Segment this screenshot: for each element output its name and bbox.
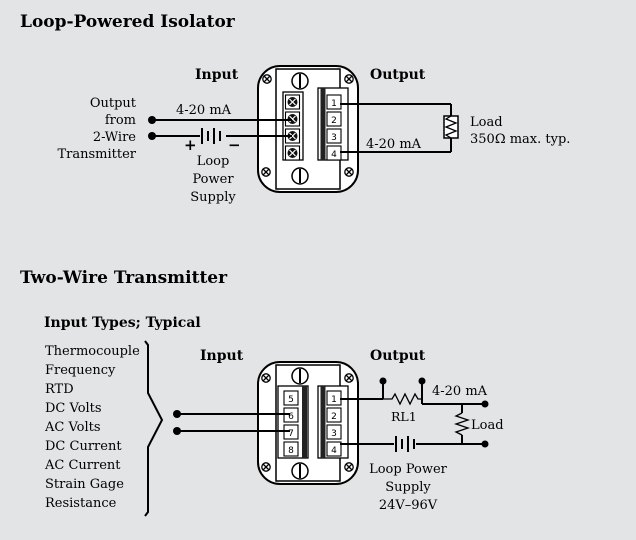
output-current-label: 4-20 mA bbox=[366, 137, 422, 152]
output-label-1: Output bbox=[370, 67, 426, 83]
output-terminal-block-1: 1 2 3 4 bbox=[317, 87, 349, 161]
knob-icon bbox=[291, 462, 309, 480]
terminal-number: 1 bbox=[331, 99, 337, 109]
relay-label: RL1 bbox=[391, 409, 417, 424]
input-terminal-block-1 bbox=[282, 91, 304, 161]
input-type-item: Frequency bbox=[45, 363, 116, 378]
supply-label-line: Loop bbox=[197, 154, 230, 169]
supply-label-line: Power bbox=[192, 172, 234, 187]
mount-screw-icon bbox=[344, 74, 354, 84]
input-types-heading: Input Types; Typical bbox=[44, 315, 201, 331]
mount-screw-icon bbox=[262, 74, 272, 84]
input-label-1: Input bbox=[195, 67, 239, 83]
knob-icon bbox=[291, 367, 309, 385]
plus-sign: + bbox=[184, 136, 197, 154]
input-wiring-1: 4-20 mA + − Loop Power Supply bbox=[148, 103, 292, 205]
battery-icon bbox=[201, 128, 221, 144]
load-label: Load bbox=[470, 115, 503, 130]
input-wiring-2 bbox=[173, 410, 290, 435]
svg-text:from: from bbox=[105, 113, 136, 128]
load-spec-label: 350Ω max. typ. bbox=[470, 132, 570, 147]
terminal-number: 4 bbox=[331, 150, 337, 160]
input-type-item: DC Current bbox=[45, 439, 122, 454]
battery-icon bbox=[395, 436, 415, 452]
mount-screw-icon bbox=[261, 167, 271, 177]
mount-screw-icon bbox=[344, 167, 354, 177]
mount-screw-icon bbox=[261, 373, 271, 383]
two-wire-transmitter-section: Two-Wire Transmitter Input Types; Typica… bbox=[20, 268, 504, 517]
knob-icon bbox=[291, 72, 309, 90]
input-label-2: Input bbox=[200, 348, 244, 364]
input-current-label: 4-20 mA bbox=[176, 103, 232, 118]
terminal-number: 2 bbox=[331, 412, 337, 422]
svg-text:Output: Output bbox=[90, 96, 137, 111]
input-type-item: RTD bbox=[45, 382, 74, 397]
loop-powered-isolator-section: Loop-Powered Isolator Input Output Outpu… bbox=[20, 12, 570, 205]
mount-screw-icon bbox=[344, 462, 354, 472]
terminal-number: 4 bbox=[331, 446, 337, 456]
terminal-number: 2 bbox=[331, 116, 337, 126]
output-current-label-2: 4-20 mA bbox=[432, 384, 488, 399]
input-types-brace bbox=[144, 340, 164, 517]
input-type-item: Strain Gage bbox=[45, 477, 124, 492]
input-type-item: DC Volts bbox=[45, 401, 102, 416]
section-title-two-wire-transmitter: Two-Wire Transmitter bbox=[20, 268, 228, 288]
output-terminal-block-2: 1 2 3 4 bbox=[317, 385, 349, 459]
input-type-item: Resistance bbox=[45, 496, 117, 511]
load-resistor-icon bbox=[453, 412, 471, 436]
mount-screw-icon bbox=[344, 373, 354, 383]
terminal-number: 8 bbox=[288, 446, 294, 456]
section-title-loop-powered-isolator: Loop-Powered Isolator bbox=[20, 12, 236, 32]
knob-icon bbox=[291, 167, 309, 185]
input-terminal-block-2: 5 6 7 8 bbox=[277, 385, 309, 459]
isolator-module-1: 1 2 3 4 bbox=[257, 65, 359, 193]
terminal-number: 5 bbox=[288, 395, 294, 405]
output-wiring-2: RL1 4-20 mA Load Loop Power Supply 24V–9… bbox=[340, 377, 504, 513]
output-label-2: Output bbox=[370, 348, 426, 364]
output-wiring-1: 4-20 mA Load 350Ω max. typ. bbox=[340, 103, 570, 153]
svg-text:Transmitter: Transmitter bbox=[57, 147, 136, 162]
supply-label-line-2: Supply bbox=[385, 480, 431, 495]
input-type-item: AC Current bbox=[44, 458, 121, 473]
relay-rl1-icon bbox=[383, 392, 422, 406]
input-types-list: Thermocouple Frequency RTD DC Volts AC V… bbox=[44, 344, 140, 511]
supply-label-line-2: Loop Power bbox=[369, 462, 448, 477]
svg-text:2-Wire: 2-Wire bbox=[93, 130, 136, 145]
terminal-number: 3 bbox=[331, 429, 337, 439]
supply-label-line-2: 24V–96V bbox=[379, 498, 438, 513]
source-label-1: Output from 2-Wire Transmitter bbox=[57, 96, 136, 162]
input-type-item: Thermocouple bbox=[45, 344, 140, 359]
minus-sign: − bbox=[228, 136, 241, 154]
input-type-item: AC Volts bbox=[44, 420, 101, 435]
terminal-number: 6 bbox=[288, 412, 294, 422]
load-label-2: Load bbox=[471, 418, 504, 433]
mount-screw-icon bbox=[261, 462, 271, 472]
transmitter-module-2: 5 6 7 8 1 2 3 4 bbox=[257, 361, 359, 485]
terminal-number: 1 bbox=[331, 395, 337, 405]
supply-label-line: Supply bbox=[190, 190, 236, 205]
terminal-number: 7 bbox=[288, 429, 294, 439]
terminal-number: 3 bbox=[331, 133, 337, 143]
